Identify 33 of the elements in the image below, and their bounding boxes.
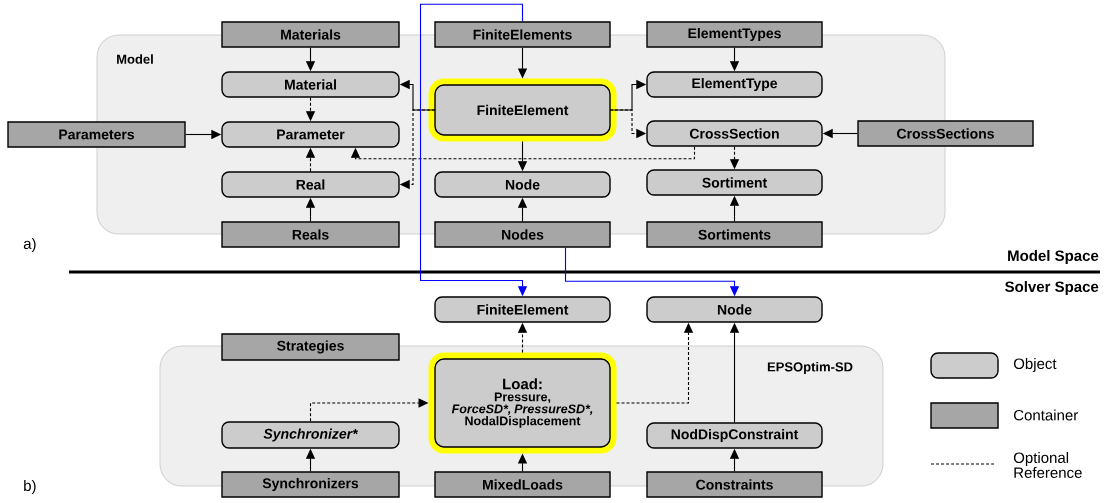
object-box: Parameter: [221, 121, 400, 148]
space-label: Model Space: [1008, 250, 1099, 264]
container-box: MixedLoads: [434, 471, 611, 498]
object-box: Node: [434, 171, 611, 198]
container-box: Sortiments: [646, 221, 823, 248]
legend-label: Container: [1014, 409, 1078, 421]
panel-label: b): [24, 480, 36, 494]
container-box: ElementTypes: [646, 21, 823, 48]
object-box: Node: [646, 296, 823, 323]
highlighted-object-box: Load: Pressure, ForceSD*, PressureSD*, NodalDisplacement: [428, 352, 617, 454]
container-box: Strategies: [221, 333, 400, 361]
legend-label: Object: [1013, 358, 1057, 372]
object-box: Material: [221, 71, 400, 98]
container-box: Parameters: [7, 121, 186, 148]
container-box: Synchronizers: [221, 471, 400, 498]
object-box: Real: [221, 171, 400, 198]
container-box: Nodes: [434, 221, 611, 248]
container-box: Reals: [221, 221, 400, 248]
container-box: Constraints: [646, 471, 823, 498]
space-label: Solver Space: [1005, 281, 1099, 295]
highlighted-object-box: FiniteElement: [428, 78, 617, 142]
dashed-arrow: [350, 146, 696, 160]
panel-label: a): [23, 238, 36, 252]
container-box: FiniteElements: [434, 21, 611, 48]
object-box: NodDispConstraint: [646, 422, 823, 449]
object-box: Synchronizer*: [221, 421, 400, 449]
container-box: Materials: [221, 21, 400, 48]
object-box: ElementType: [646, 71, 823, 98]
object-box: CrossSection: [646, 120, 823, 147]
object-box: Sortiment: [646, 169, 823, 196]
legend-label: Optional Reference: [1013, 452, 1082, 478]
object-box: FiniteElement: [434, 296, 611, 323]
container-box: CrossSections: [857, 120, 1034, 147]
